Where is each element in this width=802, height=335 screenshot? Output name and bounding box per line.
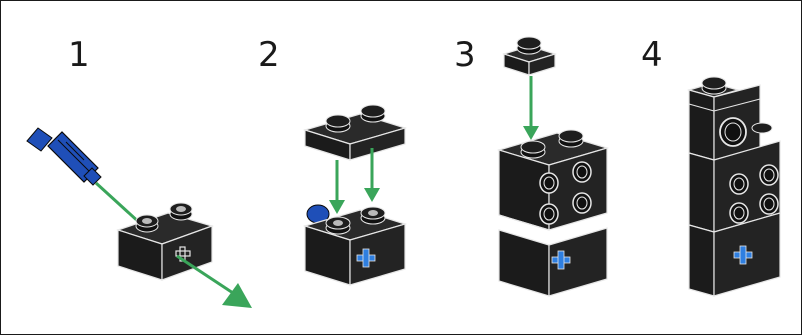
- arrow-icon: [523, 126, 539, 140]
- brick-1x2-icon: [116, 202, 214, 281]
- step-2-illustration: [302, 104, 408, 286]
- brick-1x2-icon: [302, 206, 408, 286]
- cross-mark-icon: [551, 250, 571, 270]
- cross-mark-icon: [733, 245, 753, 265]
- brick-1x2-icon: [688, 212, 781, 297]
- step-4-illustration: [686, 76, 781, 297]
- technic-brick-icon: [496, 129, 610, 231]
- step-1-illustration: [26, 127, 252, 308]
- plate-1x2-icon: [302, 104, 408, 161]
- arrow-icon: [222, 283, 252, 308]
- step-number-4: 4: [641, 35, 663, 75]
- step-number-3: 3: [454, 35, 476, 75]
- plate-1x1-icon: [501, 36, 558, 76]
- technic-brick-icon: [688, 140, 781, 233]
- step-3-illustration: [496, 36, 610, 297]
- brick-1x2-icon: [498, 214, 608, 297]
- step-number-1: 1: [68, 35, 90, 75]
- arrow-icon: [329, 200, 345, 214]
- arrow-icon: [364, 188, 380, 202]
- cross-mark-icon: [356, 248, 376, 268]
- axle-pin-icon: [26, 127, 102, 186]
- step-number-2: 2: [258, 35, 280, 75]
